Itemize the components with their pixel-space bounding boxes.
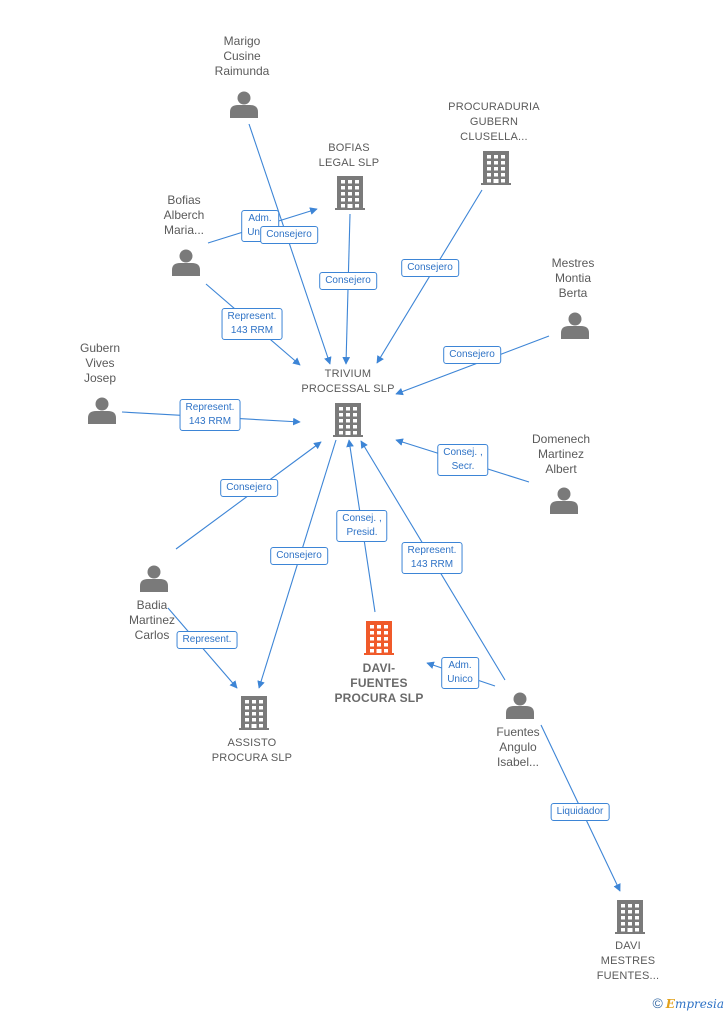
person-icon-gubern-vives[interactable] — [88, 397, 116, 425]
edge-label: Represent. 143 RRM — [221, 308, 283, 340]
building-icon-bofias-legal[interactable] — [335, 176, 365, 210]
person-icon-domenech[interactable] — [550, 487, 578, 515]
edge-label: Consejero — [319, 272, 377, 290]
node-label-mestres-montia[interactable]: Mestres Montia Berta — [551, 256, 595, 300]
building-icon-trivium[interactable] — [333, 403, 363, 437]
brand-initial: E — [665, 997, 675, 1011]
node-label-badia[interactable]: Badia Martinez Carlos — [128, 598, 176, 642]
node-label-davi-fuentes[interactable]: DAVI- FUENTES PROCURA SLP — [334, 661, 424, 705]
building-icon-davi-fuentes[interactable] — [364, 621, 394, 655]
building-icon-assisto[interactable] — [239, 696, 269, 730]
node-label-marigo[interactable]: Marigo Cusine Raimunda — [214, 34, 270, 78]
edge-label: Represent. — [176, 631, 238, 649]
person-icon-bofias-alberch[interactable] — [172, 249, 200, 277]
node-label-domenech[interactable]: Domenech Martinez Albert — [531, 432, 591, 476]
person-icon-marigo[interactable] — [230, 91, 258, 119]
edge-label: Consejero — [270, 547, 328, 565]
edge-label: Liquidador — [550, 803, 610, 821]
edge-label: Consejero — [220, 479, 278, 497]
edge-label: Represent. 143 RRM — [401, 542, 463, 574]
person-icon-mestres-montia[interactable] — [561, 312, 589, 340]
edge-label: Consejero — [443, 346, 501, 364]
building-icon-procuraduria[interactable] — [481, 151, 511, 185]
edge-mestres_montia-to-trivium — [395, 335, 550, 396]
building-icon-davi-mestres[interactable] — [615, 900, 645, 934]
person-icon-fuentes-angulo[interactable] — [506, 692, 534, 720]
edge-marigo-to-trivium — [248, 123, 332, 365]
empresia-logo: ©Empresia — [652, 995, 724, 1011]
edge-label: Consejero — [260, 226, 318, 244]
node-label-bofias-alberch[interactable]: Bofias Alberch Maria... — [163, 193, 205, 237]
node-label-procuraduria[interactable]: PROCURADURIA GUBERN CLUSELLA... — [448, 101, 540, 143]
node-label-bofias-legal[interactable]: BOFIAS LEGAL SLP — [318, 142, 380, 169]
node-label-assisto[interactable]: ASSISTO PROCURA SLP — [211, 737, 293, 764]
edge-label: Adm. Unico — [441, 657, 479, 689]
brand-name: mpresia — [674, 997, 724, 1011]
edge-label: Represent. 143 RRM — [179, 399, 241, 431]
edge-label: Consejero — [401, 259, 459, 277]
node-label-trivium[interactable]: TRIVIUM PROCESSAL SLP — [301, 368, 395, 395]
node-label-gubern-vives[interactable]: Gubern Vives Josep — [79, 341, 121, 385]
copyright-icon: © — [652, 995, 663, 1011]
edge-label: Consej. , Presid. — [336, 510, 388, 542]
node-label-davi-mestres[interactable]: DAVI MESTRES FUENTES... — [596, 940, 660, 982]
node-label-fuentes-angulo[interactable]: Fuentes Angulo Isabel... — [496, 725, 540, 769]
person-icon-badia[interactable] — [140, 565, 168, 593]
edge-label: Consej. , Secr. — [437, 444, 489, 476]
